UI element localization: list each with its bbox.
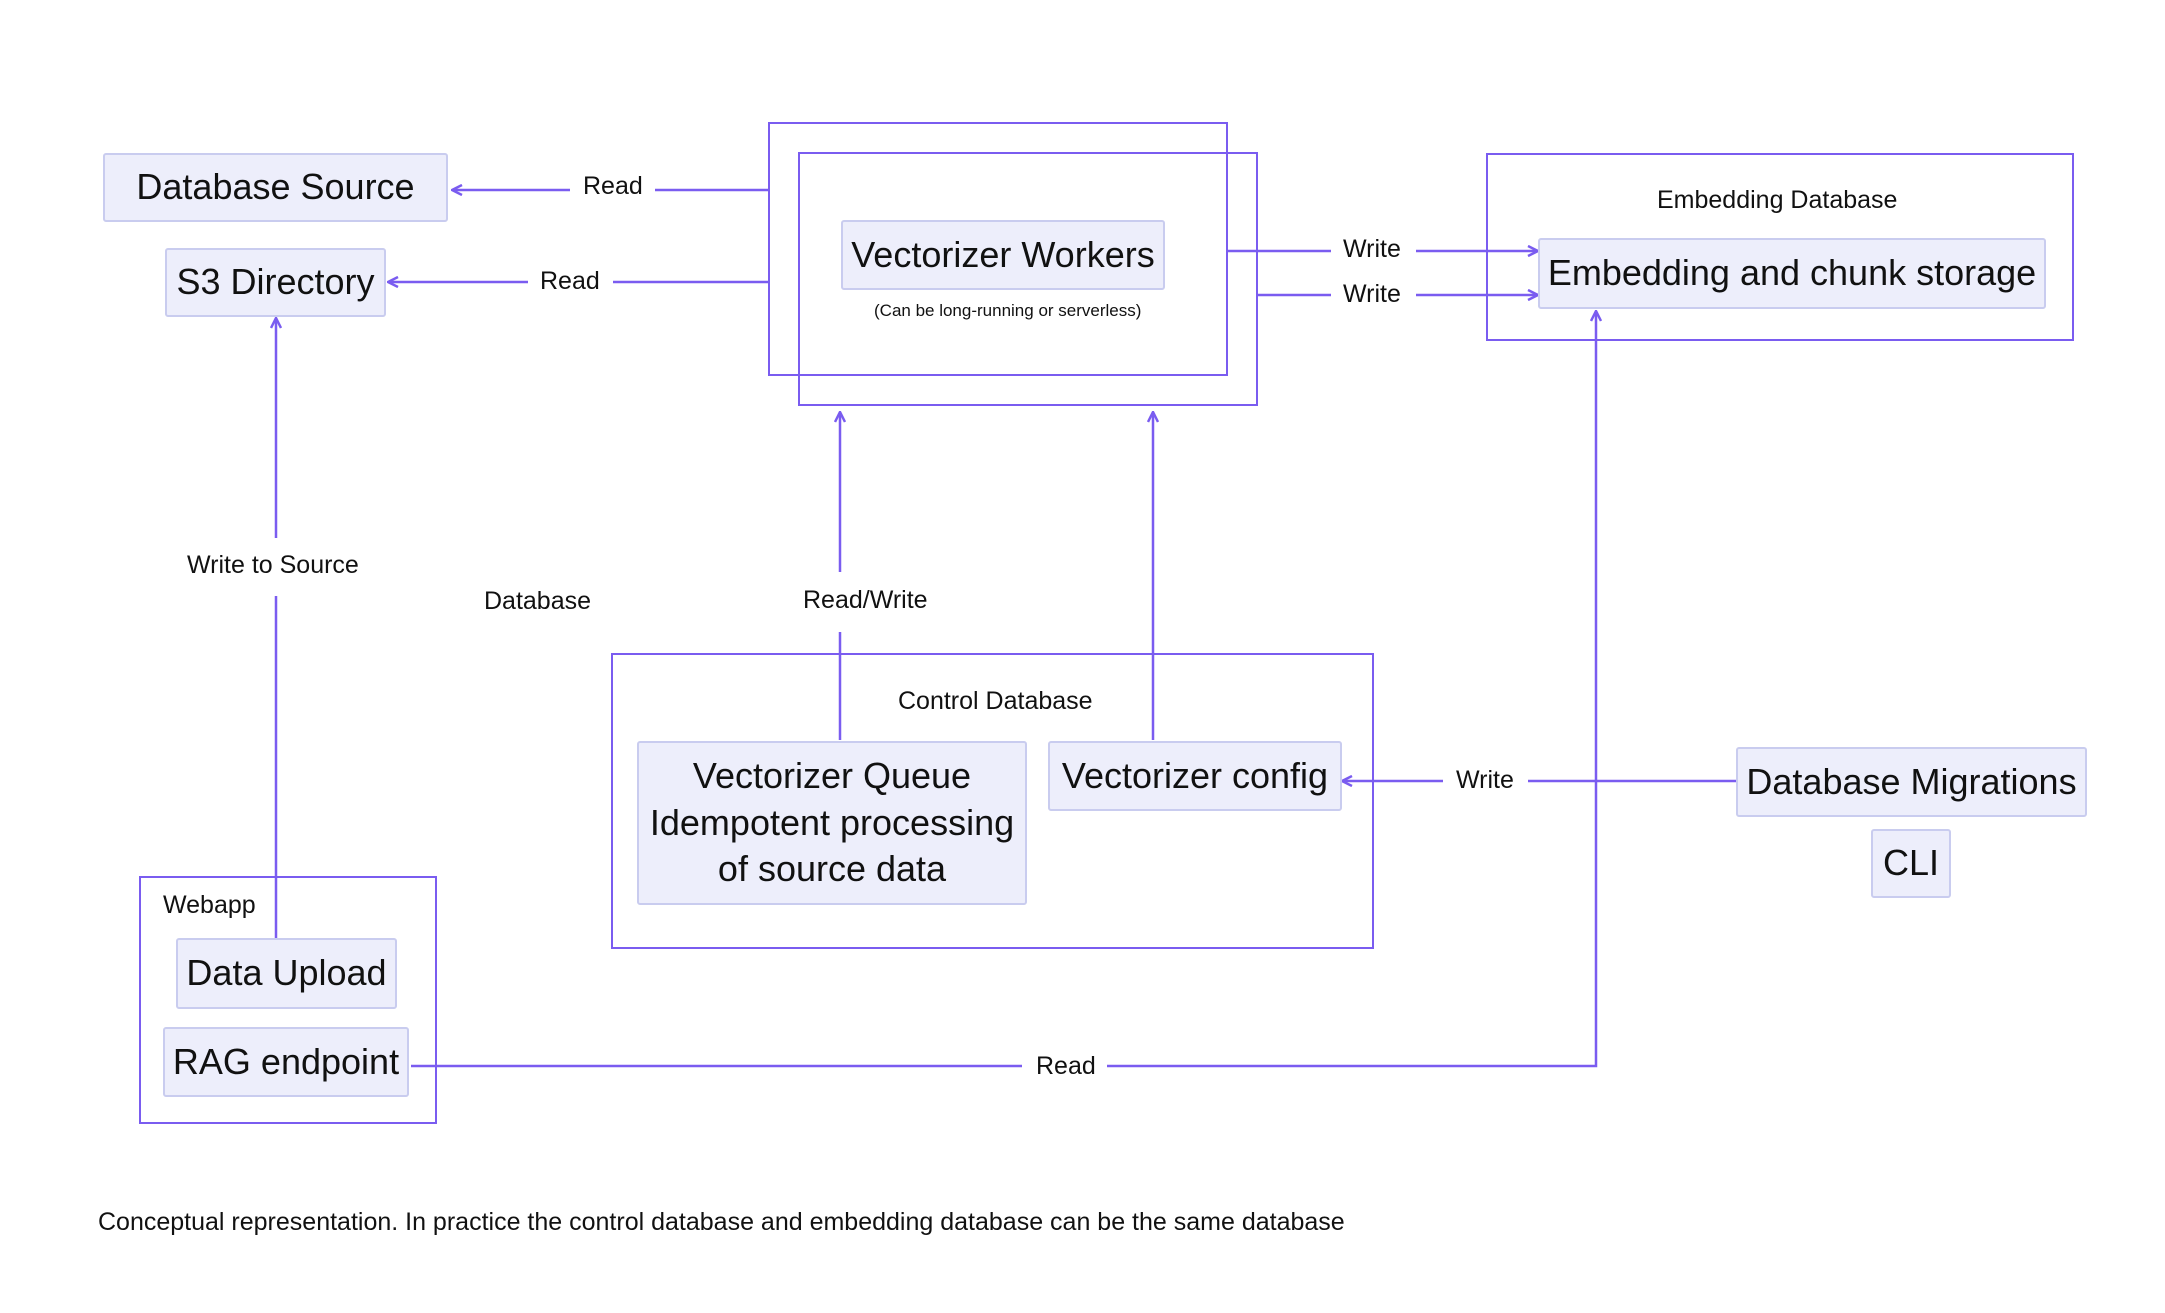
workers-frame-front [768,122,1228,376]
edge-label-read-rag: Read [1036,1052,1096,1080]
vectorizer-config-node: Vectorizer config [1048,741,1342,811]
vectorizer-workers-node: Vectorizer Workers [841,220,1165,290]
queue-line-1: Vectorizer Queue [692,754,972,796]
queue-line-3: of source data [717,848,947,890]
vectorizer-queue-node: Vectorizer Queue Idempotent processing o… [637,741,1027,905]
database-migrations-node: Database Migrations [1736,747,2087,817]
database-label: Database [484,587,592,615]
edge-label-write-to-source: Write to Source [187,551,359,579]
workers-frame-back [798,152,1258,406]
control-database-label: Control Database [898,687,1093,715]
edge-label-read-database-source: Read [583,172,643,200]
webapp-frame [139,876,437,1124]
embedding-storage-node: Embedding and chunk storage [1538,238,2046,309]
edge-label-read-write-queue: Read/Write [803,586,928,614]
cli-node: CLI [1871,829,1951,898]
embedding-database-frame [1486,153,2074,341]
database-source-node: Database Source [103,153,448,222]
s3-directory-node: S3 Directory [165,248,386,317]
workers-note: (Can be long-running or serverless) [874,301,1142,320]
data-upload-node: Data Upload [176,938,397,1009]
edge-label-write-config: Write [1456,766,1514,794]
embedding-database-label: Embedding Database [1657,186,1898,214]
control-database-frame [611,653,1374,949]
webapp-label: Webapp [163,891,256,919]
edge-label-write-embedding-1: Write [1343,235,1401,263]
footnote: Conceptual representation. In practice t… [98,1208,1345,1236]
rag-endpoint-node: RAG endpoint [163,1027,409,1097]
edge-read-rag-arrow [1107,311,1596,1068]
edge-label-read-s3: Read [540,267,600,295]
edge-label-write-embedding-2: Write [1343,280,1401,308]
queue-line-2: Idempotent processing [649,801,1015,843]
